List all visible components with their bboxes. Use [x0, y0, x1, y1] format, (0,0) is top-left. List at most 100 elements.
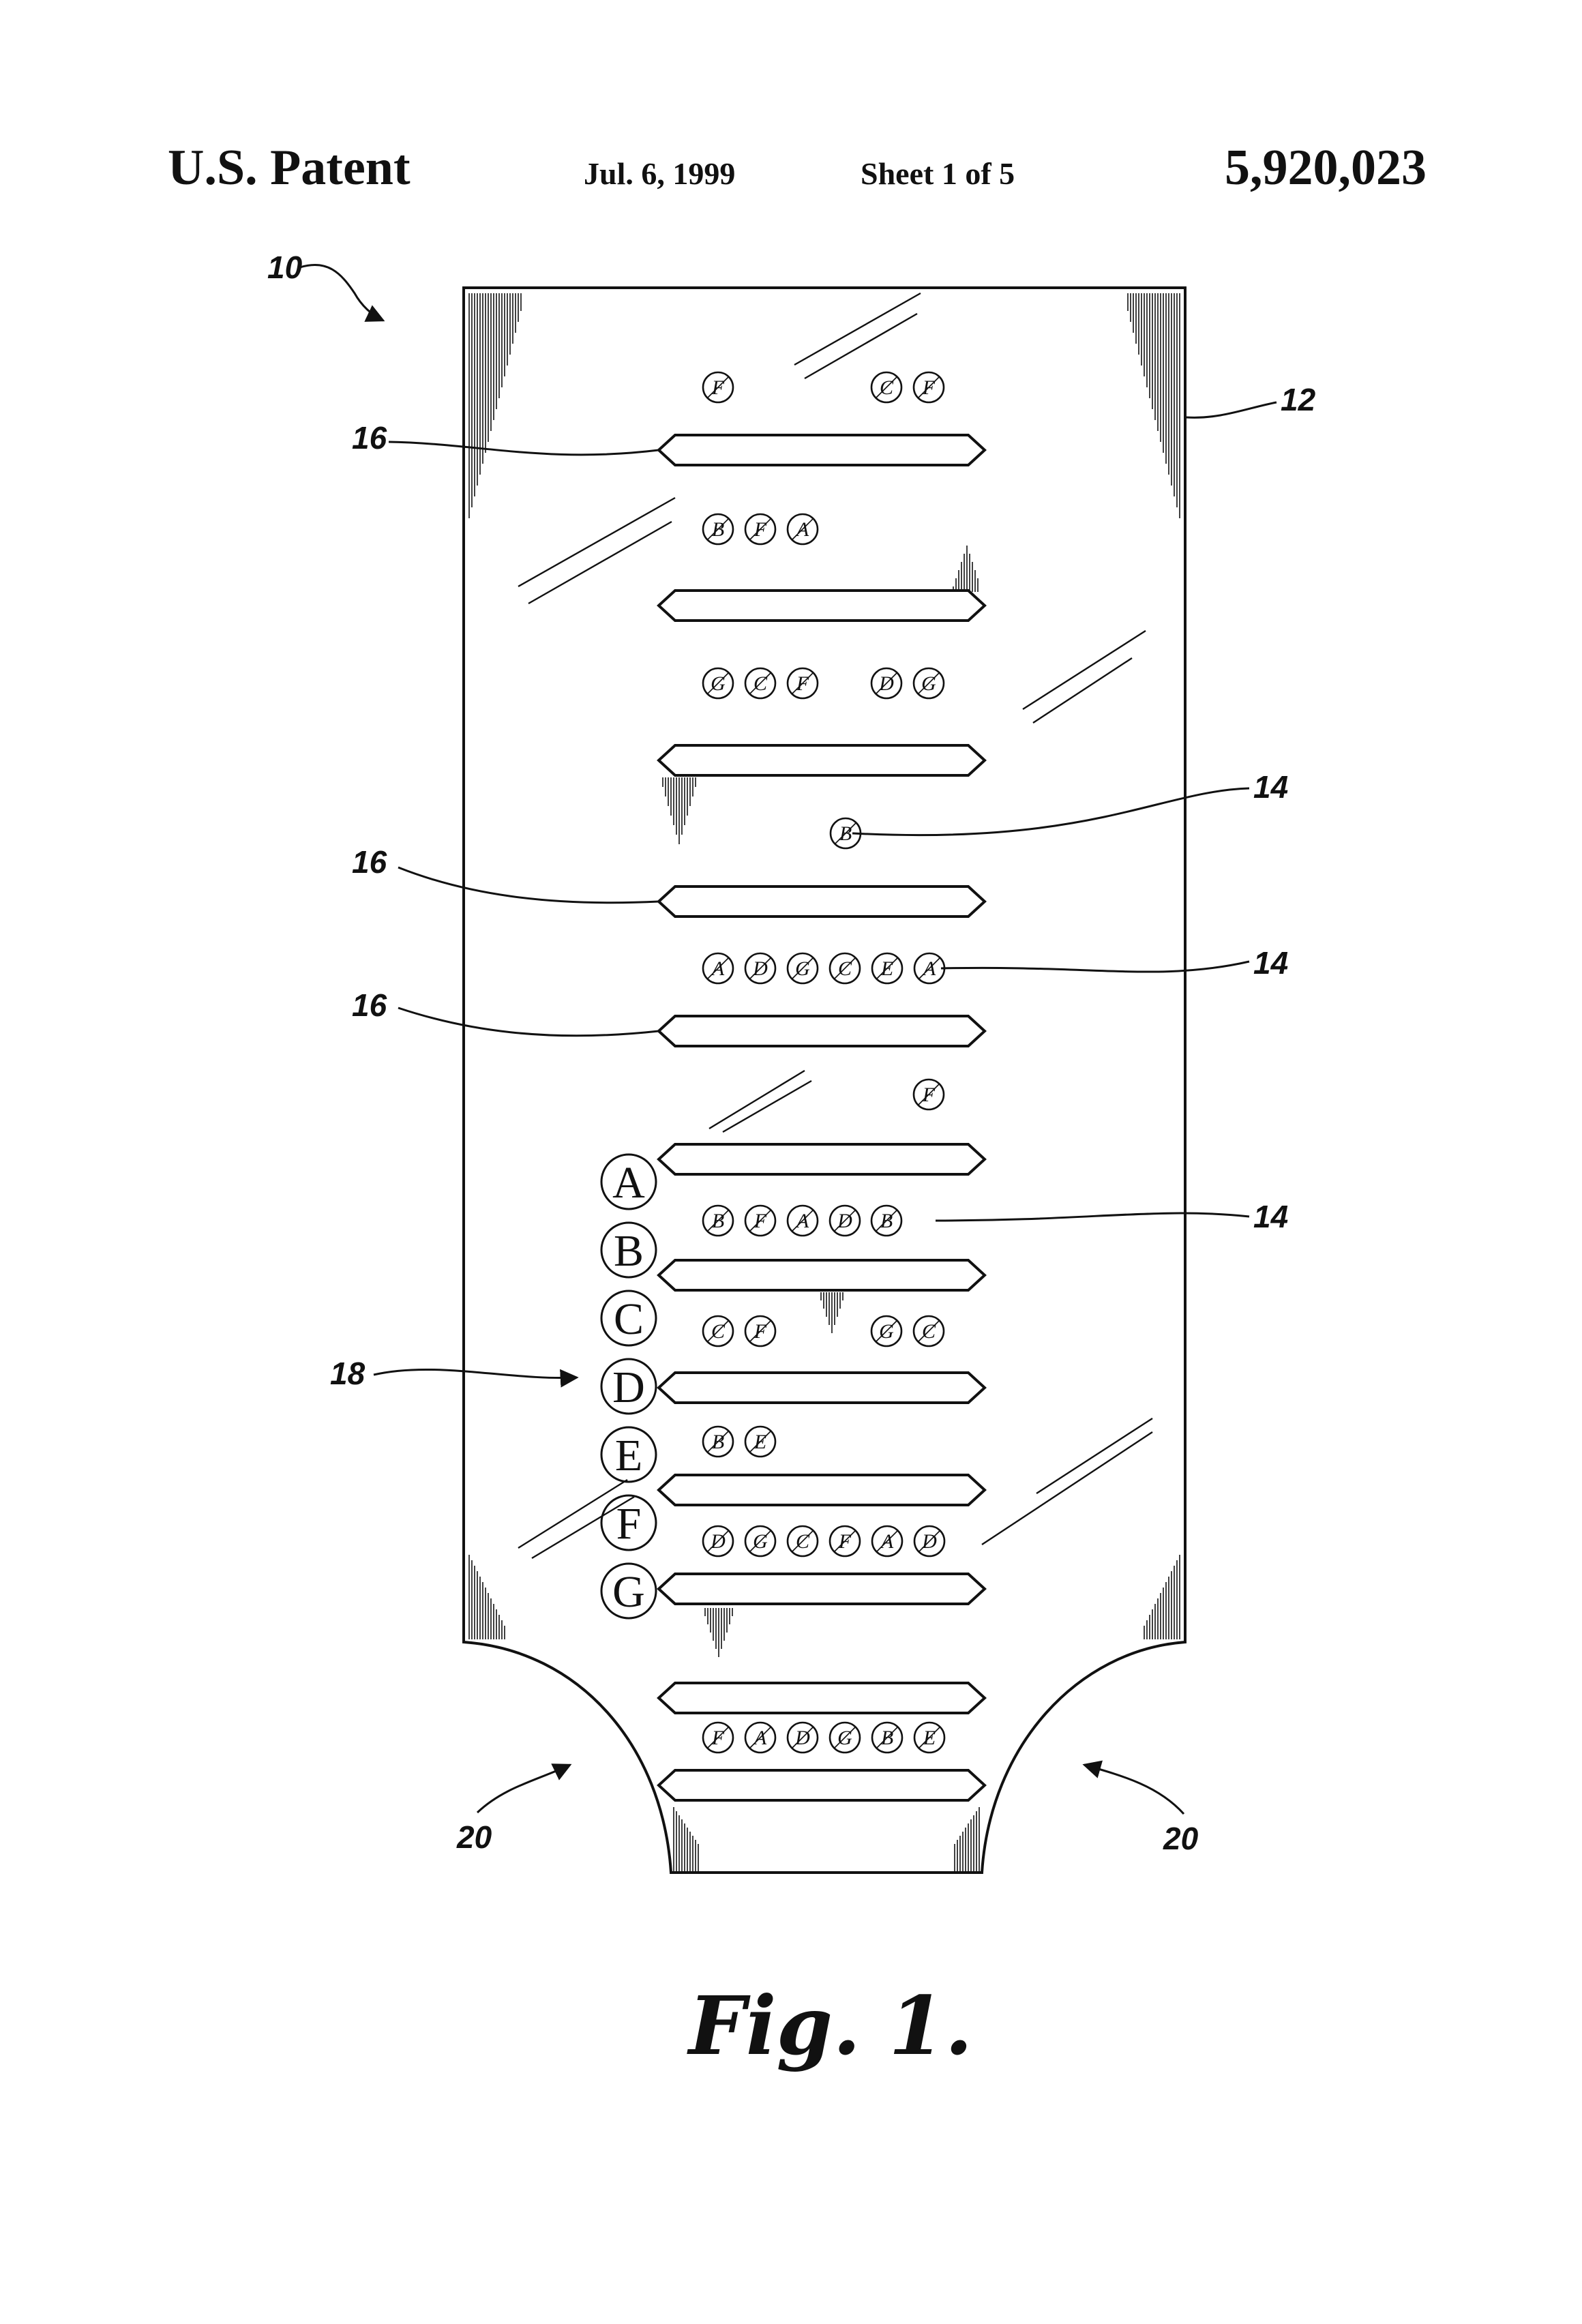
legend-letter: E: [615, 1431, 642, 1480]
bead-r10-L2: G: [745, 1526, 775, 1556]
bead-letter: C: [838, 957, 852, 980]
ref-numeral-device: 10: [267, 250, 303, 285]
bead-letter: F: [838, 1530, 852, 1553]
legend-letter: G: [612, 1567, 645, 1617]
bead-r5-L1: A: [703, 953, 733, 983]
bar-2: [659, 591, 985, 621]
bead-r3-R1: D: [871, 668, 901, 698]
bead-letter: D: [878, 672, 894, 695]
bead-letter: B: [881, 1727, 893, 1749]
ref-numeral-sheet-body: 12: [1281, 382, 1316, 417]
bead-r10-L1: D: [703, 1526, 733, 1556]
figure-caption: Fig. 1.: [687, 1978, 972, 2073]
legend-item-e: E: [601, 1427, 656, 1482]
bead-r9-L2: E: [745, 1427, 775, 1457]
bead-r10-L6: D: [914, 1526, 944, 1556]
bead-letter: G: [837, 1727, 852, 1749]
bead-letter: B: [712, 1431, 724, 1453]
bead-r7-L1: B: [703, 1206, 733, 1236]
bead-letter: G: [753, 1530, 768, 1553]
bead-r5-L4: C: [830, 953, 860, 983]
bead-letter: C: [922, 1320, 936, 1343]
bead-letter: F: [753, 518, 767, 541]
bead-r1-R1: C: [871, 372, 901, 402]
bead-r8-R2: C: [914, 1316, 944, 1346]
bead-r7-L2: F: [745, 1206, 775, 1236]
bead-letter: C: [796, 1530, 810, 1553]
legend-item-c: C: [601, 1291, 656, 1345]
bead-letter: F: [922, 1084, 936, 1106]
ref-numeral-bar-1: 16: [352, 420, 387, 456]
bars-group: [659, 435, 985, 1800]
bead-r11-L4: G: [830, 1723, 860, 1753]
bead-letter: F: [922, 376, 936, 399]
bead-letter: B: [712, 1210, 724, 1232]
legend-column: ABCDEFG: [601, 1154, 656, 1618]
bar-1: [659, 435, 985, 465]
bead-letter: D: [752, 957, 768, 980]
bead-r3-R2: G: [914, 668, 944, 698]
legend-letter: B: [614, 1226, 644, 1276]
bead-letter: F: [753, 1210, 767, 1232]
legend-item-b: B: [601, 1223, 656, 1277]
bead-letter: A: [795, 518, 809, 541]
ref-numeral-bar-3: 16: [352, 987, 387, 1023]
bead-letter: F: [711, 1727, 725, 1749]
bead-letter: G: [711, 672, 726, 695]
bar-6: [659, 1144, 985, 1174]
legend-item-f: F: [601, 1495, 656, 1550]
legend-letter: D: [612, 1362, 645, 1412]
ref-numeral-legend: 18: [330, 1356, 365, 1391]
bead-letter: G: [879, 1320, 894, 1343]
sheet-body-outline: [464, 288, 1185, 1873]
reference-annotations: 10 12 16 14 16 14 16 14 18 20 20: [267, 250, 1316, 1856]
bar-7: [659, 1260, 985, 1290]
bead-r3-L3: F: [788, 668, 818, 698]
bead-r2-L3: A: [788, 514, 818, 544]
bead-letter: A: [711, 957, 725, 980]
bead-r2-L1: B: [703, 514, 733, 544]
bead-r7-R1: B: [871, 1206, 901, 1236]
bar-12: [659, 1770, 985, 1800]
bead-letter: C: [880, 376, 894, 399]
legend-letter: A: [612, 1158, 645, 1208]
bead-r8-R1: G: [871, 1316, 901, 1346]
bead-letter: F: [796, 672, 809, 695]
bead-r5-L5: E: [872, 953, 902, 983]
bead-r6-L1: F: [914, 1079, 944, 1109]
bead-r10-L4: F: [830, 1526, 860, 1556]
legend-item-a: A: [601, 1154, 656, 1209]
bar-5: [659, 1016, 985, 1046]
bead-letter: A: [922, 957, 936, 980]
bead-letter: B: [839, 822, 852, 845]
bar-10: [659, 1574, 985, 1604]
bead-r2-L2: F: [745, 514, 775, 544]
ref-numeral-bar-2: 16: [352, 844, 387, 880]
legend-item-g: G: [601, 1564, 656, 1618]
bead-letter: A: [753, 1727, 767, 1749]
bead-letter: F: [711, 376, 725, 399]
bead-r8-L1: C: [703, 1316, 733, 1346]
bead-letter: C: [753, 672, 768, 695]
bead-letter: D: [921, 1530, 937, 1553]
bead-r3-L2: C: [745, 668, 775, 698]
bead-r5-L2: D: [745, 953, 775, 983]
bead-r1-L1: F: [703, 372, 733, 402]
bead-r11-L2: A: [745, 1723, 775, 1753]
bead-letter: E: [753, 1431, 766, 1453]
bead-letter: A: [795, 1210, 809, 1232]
bead-letter: A: [880, 1530, 894, 1553]
bar-9: [659, 1475, 985, 1505]
bead-letter: D: [794, 1727, 810, 1749]
edge-shading: [469, 293, 1180, 1871]
ref-numeral-notch-right: 20: [1163, 1821, 1199, 1856]
bead-letter: E: [880, 957, 893, 980]
bead-r10-L5: A: [872, 1526, 902, 1556]
bar-3: [659, 745, 985, 775]
legend-letter: F: [616, 1499, 642, 1549]
legend-letter: C: [614, 1294, 644, 1344]
bead-letter: B: [712, 518, 724, 541]
bead-letter: E: [923, 1727, 936, 1749]
bead-r5-L6: A: [914, 953, 944, 983]
